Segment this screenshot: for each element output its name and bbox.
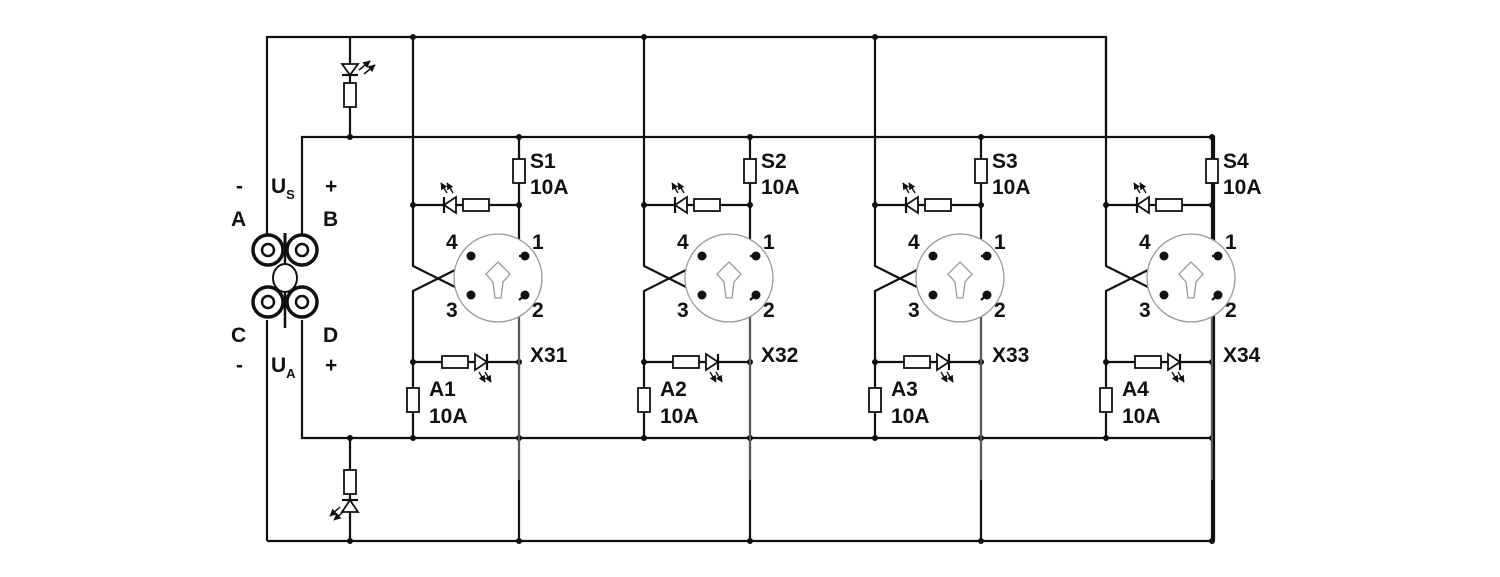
sensor-fuse-icon [974, 158, 988, 184]
pin-a [251, 233, 285, 267]
us-indicator [340, 37, 376, 137]
connector-label: X31 [530, 344, 568, 367]
terminal-b-label: B [323, 208, 338, 231]
led-resistor-icon [924, 198, 952, 212]
led-resistor-icon [693, 198, 721, 212]
pin-3-label: 3 [677, 299, 689, 322]
b-polarity: + [325, 175, 337, 198]
actuator-fuse-icon [868, 387, 882, 413]
sensor-fuse-icon [743, 158, 757, 184]
led-resistor-icon [1134, 355, 1162, 369]
pin-d [285, 285, 319, 319]
ua-indicator [329, 438, 360, 541]
power-connector: - US + A B C D - UA + [231, 175, 338, 381]
sensor-fuse-label: S3 [992, 150, 1018, 173]
a-polarity: - [236, 175, 243, 198]
actuator-fuse-icon [1099, 387, 1113, 413]
led-resistor-icon [1155, 198, 1183, 212]
status-led-icon [474, 352, 492, 383]
pin-4-label: 4 [677, 231, 689, 254]
actuator-rating-label: 10A [1122, 405, 1161, 428]
terminal-a-label: A [231, 208, 246, 231]
led-resistor-icon [903, 355, 931, 369]
led-resistor-icon [672, 355, 700, 369]
ua-supply-loop [300, 135, 1216, 541]
actuator-fuse-label: A1 [429, 378, 456, 401]
sensor-rating-label: 10A [1223, 176, 1262, 199]
ua-led-resistor [343, 469, 357, 495]
status-led-icon [936, 352, 954, 383]
sensor-fuse-icon [512, 158, 526, 184]
us-label: US [271, 175, 295, 202]
m12-connector-icon [1146, 233, 1236, 323]
ua-label: UA [271, 354, 296, 381]
sensor-fuse-icon [1205, 158, 1219, 184]
pin-2-label: 2 [763, 299, 775, 322]
pin-1-label: 1 [532, 231, 544, 254]
pin-1-label: 1 [994, 231, 1006, 254]
actuator-rating-label: 10A [429, 405, 468, 428]
connector-label: X33 [992, 344, 1029, 367]
pin-3-label: 3 [446, 299, 458, 322]
status-led-icon [1133, 182, 1150, 215]
terminal-d-label: D [323, 324, 338, 347]
status-led-icon [705, 352, 723, 383]
m12-connector-icon [453, 233, 543, 323]
pin-1-label: 1 [1225, 231, 1237, 254]
connector-label: X32 [761, 344, 798, 367]
sensor-fuse-label: S1 [530, 150, 556, 173]
sensor-fuse-label: S2 [761, 150, 787, 173]
status-led-icon [1167, 352, 1185, 383]
status-led-icon [902, 182, 919, 215]
pin-3-label: 3 [908, 299, 920, 322]
pin-4-label: 4 [446, 231, 458, 254]
sensor-rating-label: 10A [530, 176, 569, 199]
led-resistor-icon [462, 198, 490, 212]
us-led-icon [340, 60, 376, 77]
c-polarity: - [236, 354, 243, 377]
pin-c [251, 285, 285, 319]
actuator-fuse-label: A3 [891, 378, 918, 401]
status-led-icon [440, 182, 457, 215]
actuator-rating-label: 10A [891, 405, 930, 428]
pin-4-label: 4 [1139, 231, 1151, 254]
pin-3-label: 3 [1139, 299, 1151, 322]
pin-2-label: 2 [532, 299, 544, 322]
m12-connector-icon [915, 233, 1005, 323]
m12-connector-icon [684, 233, 774, 323]
sensor-fuse-label: S4 [1223, 150, 1249, 173]
actuator-fuse-icon [406, 387, 420, 413]
led-resistor-icon [441, 355, 469, 369]
sensor-rating-label: 10A [761, 176, 800, 199]
us-led-resistor [343, 82, 357, 108]
pin-b [285, 233, 319, 267]
pin-2-label: 2 [1225, 299, 1237, 322]
bus-junctions [347, 34, 878, 544]
pin-4-label: 4 [908, 231, 920, 254]
pin-1-label: 1 [763, 231, 775, 254]
status-led-icon [671, 182, 688, 215]
pin-2-label: 2 [994, 299, 1006, 322]
actuator-rating-label: 10A [660, 405, 699, 428]
actuator-fuse-icon [637, 387, 651, 413]
terminal-c-label: C [231, 324, 246, 347]
actuator-fuse-label: A2 [660, 378, 687, 401]
ua-led-icon [329, 498, 360, 521]
connector-label: X34 [1223, 344, 1261, 367]
actuator-fuse-label: A4 [1122, 378, 1149, 401]
sensor-rating-label: 10A [992, 176, 1031, 199]
d-polarity: + [325, 354, 337, 377]
